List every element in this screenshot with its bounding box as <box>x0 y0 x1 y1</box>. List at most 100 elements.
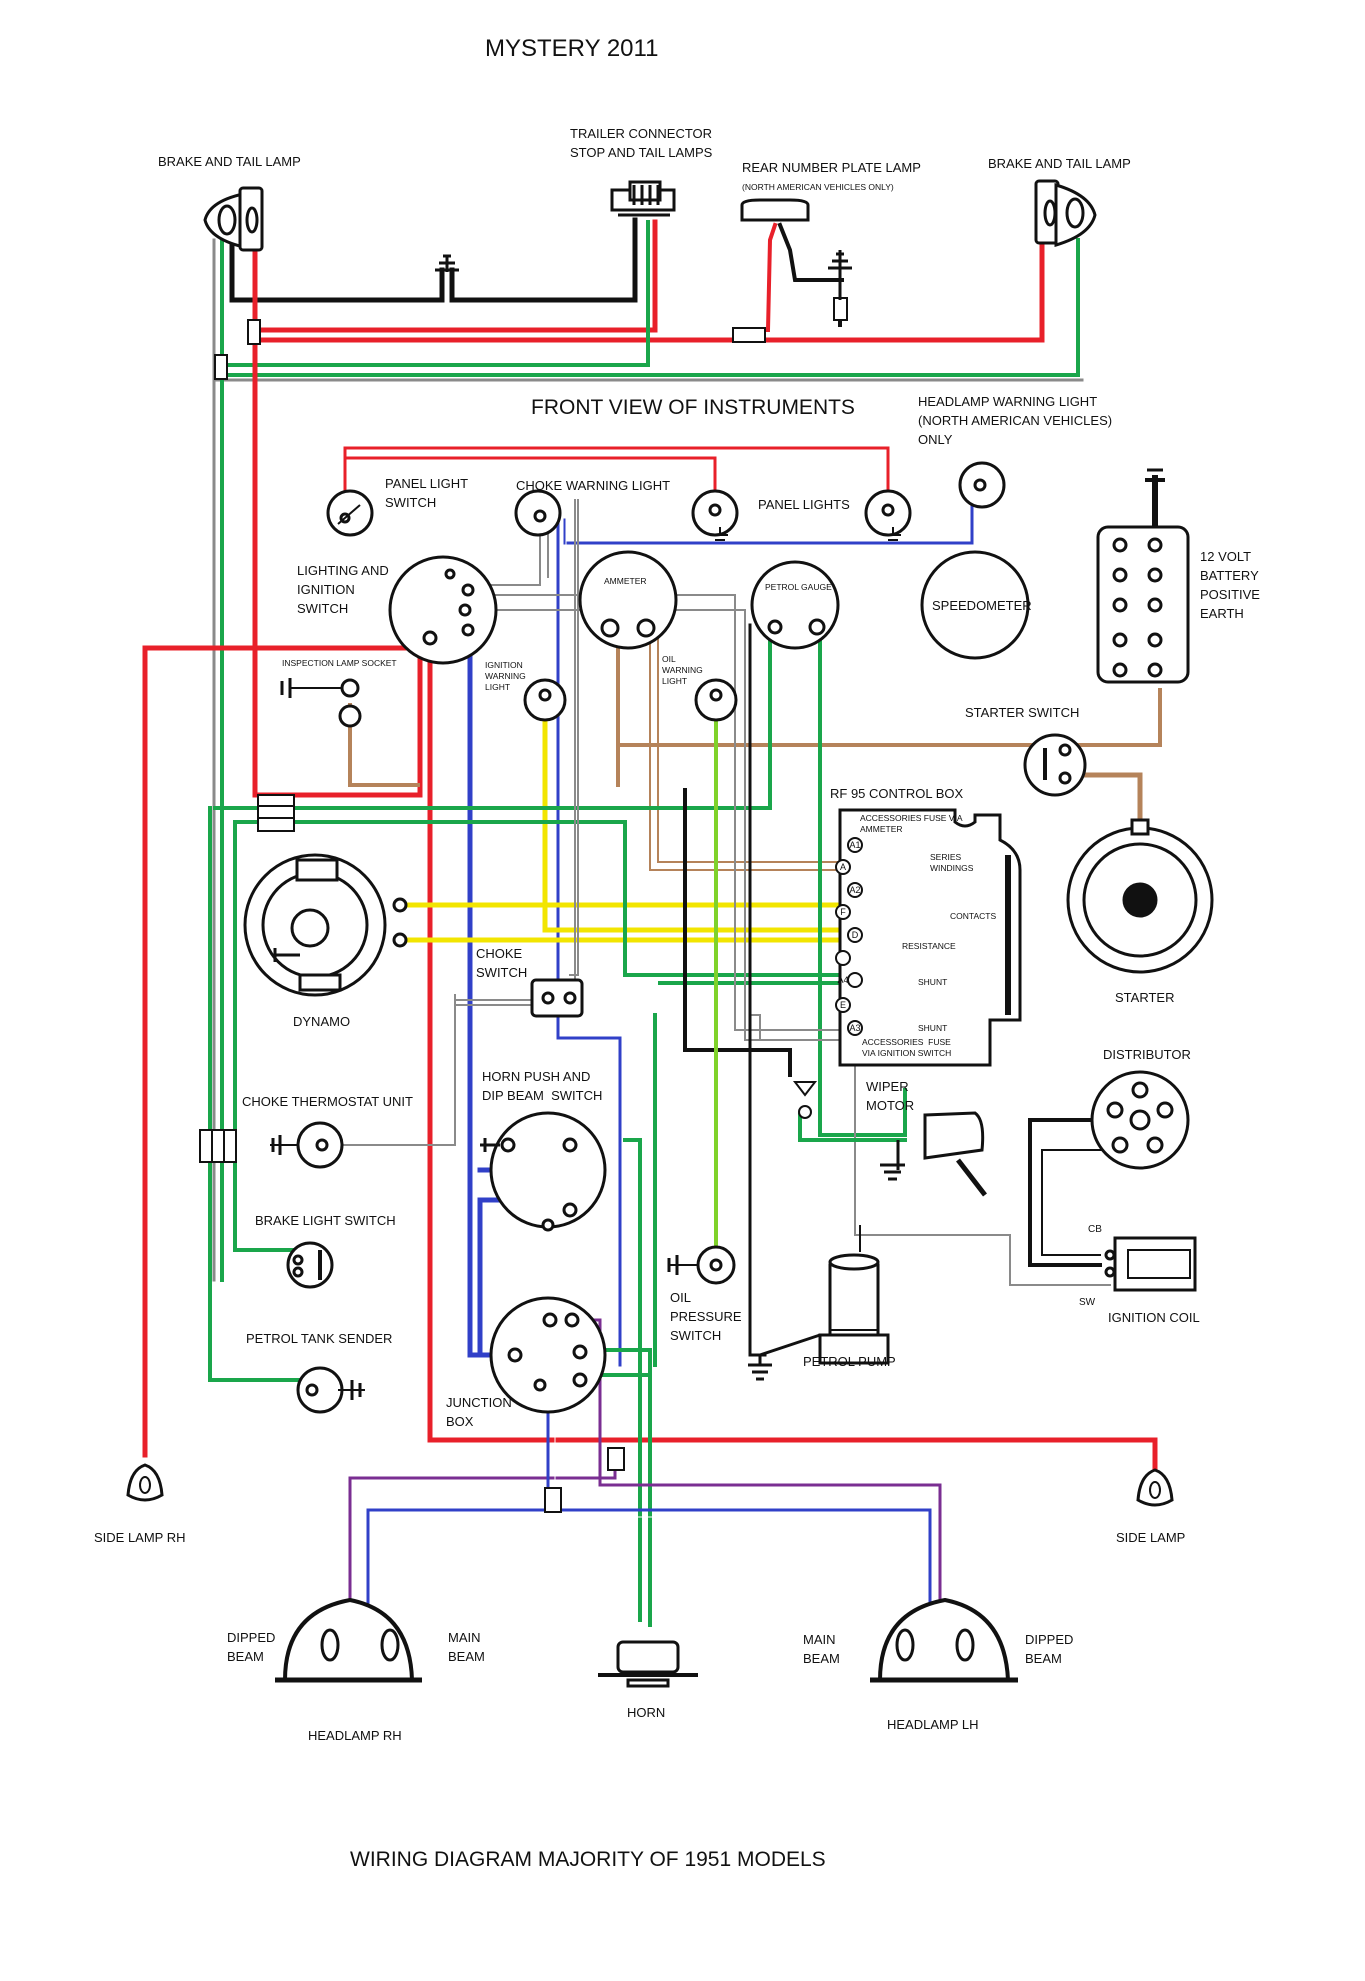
wire-red-rear <box>765 222 778 333</box>
connector-lower-1 <box>607 1447 625 1471</box>
wire-blue-warning <box>563 498 974 545</box>
wire-blue-main <box>366 1508 550 1647</box>
terminal-a4: A4 <box>837 975 848 985</box>
label-headlamp-lh: HEADLAMP LH <box>887 1717 979 1732</box>
wire-green-dash <box>623 1138 642 1622</box>
connector-rear-1 <box>247 319 261 345</box>
control-box-terminals <box>835 837 863 1036</box>
diagram-subtitle: FRONT VIEW OF INSTRUMENTS <box>531 396 855 419</box>
label-inspection-lamp-socket: INSPECTION LAMP SOCKET <box>282 658 397 668</box>
label-petrol-tank-sender: PETROL TANK SENDER <box>246 1331 393 1346</box>
wire-brown <box>348 703 420 787</box>
wire-black-distributor <box>1041 1149 1111 1256</box>
wiper-motor <box>792 1081 987 1197</box>
wire-black-rear <box>449 217 638 303</box>
label-rear-number-plate-note: (NORTH AMERICAN VEHICLES ONLY) <box>742 182 894 192</box>
label-dipped-beam-left: DIPPED BEAM <box>227 1630 276 1664</box>
connector-rear-3 <box>732 327 766 343</box>
wire-grey <box>569 499 579 976</box>
horn <box>598 1640 698 1688</box>
wire-red-side-lh <box>427 637 1158 1473</box>
headlamp-warning-light <box>958 461 1006 509</box>
side-lamp-lh <box>1136 1468 1174 1507</box>
wire-black-rear <box>229 222 445 303</box>
terminal-a2: A2 <box>849 885 860 895</box>
label-sw: SW <box>1079 1297 1096 1308</box>
wire-green-rear <box>220 220 650 367</box>
label-headlamp-rh: HEADLAMP RH <box>308 1728 402 1743</box>
label-lighting-ignition-switch: LIGHTING AND IGNITION SWITCH <box>297 563 389 616</box>
label-petrol-gauge: PETROL GAUGE <box>765 582 832 592</box>
wire-yellow <box>542 697 853 933</box>
wire-grey <box>749 1014 1111 1286</box>
earth-panel-2 <box>885 527 901 541</box>
label-petrol-pump: PETROL PUMP <box>803 1354 896 1369</box>
connector-rear-4 <box>833 297 848 321</box>
wire-brown <box>616 688 1162 747</box>
choke-thermostat-unit <box>270 1121 344 1169</box>
wire-red-panel <box>343 456 717 502</box>
label-ammeter: AMMETER <box>604 576 647 586</box>
brake-tail-lamp-left <box>203 186 264 252</box>
trailer-connector <box>610 180 676 217</box>
wire-green-dash <box>233 820 302 1252</box>
label-panel-light-switch: PANEL LIGHT SWITCH <box>385 476 469 510</box>
wire-brown <box>657 629 849 863</box>
wire-red-rear <box>252 219 658 333</box>
label-ignition-coil: IGNITION COIL <box>1108 1310 1200 1325</box>
connector-rear-2 <box>214 354 228 380</box>
wire-green-wiper <box>798 1113 907 1142</box>
wire-black-rear <box>777 222 844 282</box>
wire-black-earth <box>683 788 792 1077</box>
wire-red-side-rh <box>142 645 423 1458</box>
label-junction-box: JUNCTION BOX <box>446 1395 512 1429</box>
petrol-pump <box>818 1225 890 1365</box>
label-horn: HORN <box>627 1705 666 1720</box>
wire-blue-warning <box>565 514 629 1366</box>
earth-rear-1 <box>435 254 459 272</box>
earth-petrol-pump <box>748 1333 821 1381</box>
petrol-gauge <box>750 560 840 650</box>
diagram-title: MYSTERY 2011 <box>485 35 659 62</box>
headlamp-rh <box>275 1597 422 1683</box>
wire-blue-main <box>546 1353 932 1642</box>
diagram-caption: WIRING DIAGRAM MAJORITY OF 1951 MODELS <box>350 1848 826 1871</box>
wire-blue-main <box>554 1354 923 1641</box>
label-dynamo: DYNAMO <box>293 1014 351 1029</box>
terminal-a3: A3 <box>849 1023 860 1033</box>
starter-switch <box>1023 733 1087 797</box>
label-main-beam-right: MAIN BEAM <box>803 1632 840 1666</box>
label-choke-thermostat: CHOKE THERMOSTAT UNIT <box>242 1094 413 1109</box>
label-accessories-fuse-ammeter: ACCESSORIES FUSE VIA AMMETER <box>860 813 963 834</box>
label-cb: CB <box>1088 1224 1102 1235</box>
wire-red-main <box>252 337 423 798</box>
terminal-a: A <box>840 862 846 872</box>
rf95-control-box <box>838 808 1022 1067</box>
label-wiper-motor: WIPER MOTOR <box>866 1079 915 1113</box>
wire-green-dash <box>818 623 907 1137</box>
label-side-lamp: SIDE LAMP <box>1116 1530 1186 1545</box>
label-brake-tail-right: BRAKE AND TAIL LAMP <box>988 156 1131 171</box>
wire-red-panel <box>343 446 890 517</box>
label-headlamp-warning: HEADLAMP WARNING LIGHT (NORTH AMERICAN V… <box>918 394 1113 447</box>
terminal-d: D <box>852 930 859 940</box>
label-distributor: DISTRIBUTOR <box>1103 1047 1191 1062</box>
wire-purple <box>348 1453 617 1647</box>
label-control-box: RF 95 CONTROL BOX <box>830 786 964 801</box>
wire-brown <box>649 629 849 871</box>
oil-warning-light <box>694 678 738 722</box>
label-choke-switch: CHOKE SWITCH <box>476 946 528 980</box>
speedometer <box>920 550 1030 660</box>
terminal-e: E <box>840 1000 846 1010</box>
choke-warning-light <box>514 489 562 537</box>
wire-black-distributor <box>1028 1118 1112 1267</box>
label-dipped-beam-right: DIPPED BEAM <box>1025 1632 1074 1666</box>
label-brake-light-switch: BRAKE LIGHT SWITCH <box>255 1213 396 1228</box>
wire-black-earth <box>748 623 767 1357</box>
label-contacts: CONTACTS <box>950 911 997 921</box>
panel-light-2 <box>864 489 912 537</box>
label-speedometer: SPEEDOMETER <box>932 598 1032 613</box>
earth-rear-2 <box>828 250 852 300</box>
connector-block-dash <box>257 794 295 832</box>
